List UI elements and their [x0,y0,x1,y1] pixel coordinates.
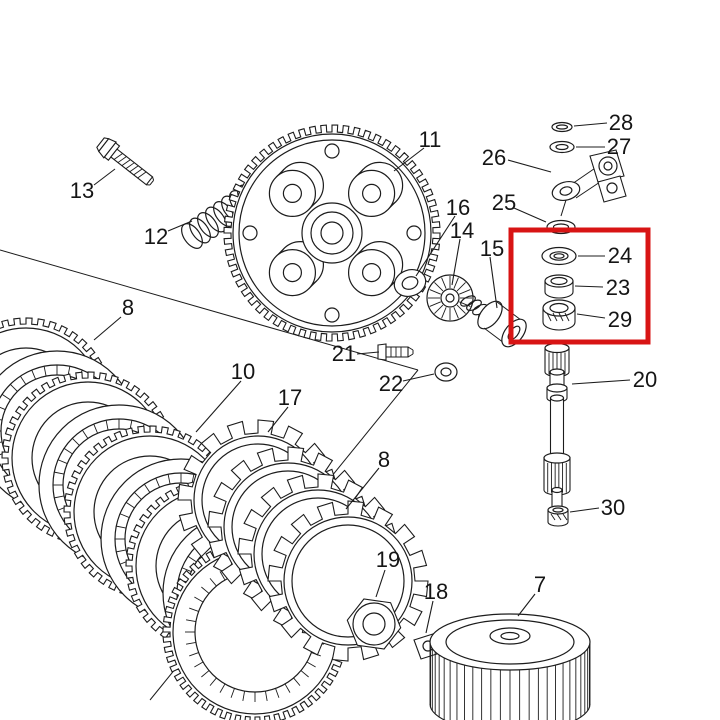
part-label-8b: 8 [377,447,391,472]
flange-bolt [96,137,155,186]
part-label-26: 26 [481,145,507,170]
push-piece-15 [460,295,527,348]
part-label-30: 30 [600,495,626,520]
hex-nut-19 [346,598,402,650]
part-label-25: 25 [491,190,517,215]
leader-lines [93,122,631,634]
part-label-17: 17 [277,385,303,410]
part-label-22: 22 [378,371,404,396]
part-label-19: 19 [375,547,401,572]
part-label-29: 29 [607,307,633,332]
spacer-collar-29 [542,299,576,331]
bearing-23 [544,274,574,299]
part-label-21: 21 [331,341,357,366]
primary-gear-7 [429,613,591,720]
part-label-16: 16 [445,195,471,220]
push-lever-26 [551,149,627,217]
seal-24 [541,246,577,266]
thrust-washer-16 [393,269,427,297]
part-label-7: 7 [533,572,547,597]
part-label-8a: 8 [121,295,135,320]
bushing-30 [547,505,569,527]
friction-plate-stack [177,419,429,662]
part-label-20: 20 [632,367,658,392]
part-label-23: 23 [605,275,631,300]
highlight-box [508,227,651,345]
part-label-18: 18 [423,579,449,604]
part-label-10: 10 [230,359,256,384]
washer-27 [549,140,575,154]
part-label-15: 15 [479,236,505,261]
part-label-14: 14 [449,218,475,243]
part-label-12: 12 [143,224,169,249]
small-washer-22 [434,362,458,382]
part-label-13: 13 [69,178,95,203]
clutch-basket [223,124,441,342]
main-shaft-20 [543,342,571,510]
part-label-24: 24 [607,243,633,268]
part-label-27: 27 [606,134,632,159]
circlip-28 [551,121,573,133]
pin-screw-21 [377,343,414,361]
part-label-28: 28 [608,110,634,135]
part-label-11: 11 [418,127,442,152]
